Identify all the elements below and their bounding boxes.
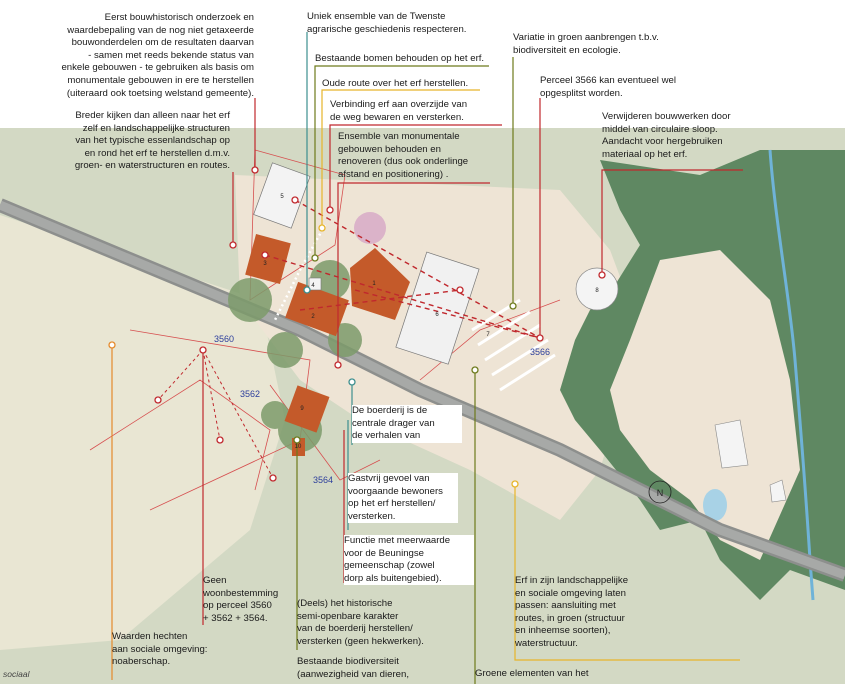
forest-clearing	[610, 250, 800, 560]
north-arrow-icon: N	[648, 480, 672, 504]
building-3	[245, 234, 291, 284]
building-number: 6	[435, 312, 439, 318]
building-number: 7	[486, 332, 490, 338]
note-landschappelijke-structuren: Breder kijken dan alleen naar het erf ze…	[74, 110, 230, 172]
old-route	[273, 224, 327, 321]
building-8	[575, 267, 619, 311]
building-4	[308, 277, 322, 291]
svg-text:N: N	[657, 488, 664, 498]
note-noaberschap: Waarden hechten aan sociale omgeving: no…	[112, 631, 208, 668]
parcel-labels: 3560 3562 3564 3566	[214, 334, 550, 485]
parcel-3564: 3564	[313, 475, 333, 485]
note-bouwhistorisch-onderzoek: Eerst bouwhistorisch onderzoek en waarde…	[61, 12, 254, 99]
building-6	[395, 251, 480, 365]
note-oude-route: Oude route over het erf herstellen.	[322, 78, 469, 89]
flowering-tree	[354, 212, 386, 244]
building-9	[284, 385, 330, 433]
note-bestaande-bomen: Bestaande bomen behouden op het erf.	[315, 53, 485, 64]
building-number: 9	[300, 406, 304, 412]
building-number-labels: 1 2 3 4 5 6 7 8 9 10	[263, 194, 599, 450]
note-verbinding-erf: Verbinding erf aan overzijde van de weg …	[330, 99, 468, 123]
building-number: 1	[372, 281, 376, 287]
neighbour-house	[714, 419, 749, 469]
note-perceel-3566: Perceel 3566 kan eventueel wel opgesplit…	[540, 75, 677, 99]
parcel-3560: 3560	[214, 334, 234, 344]
building-number: 3	[263, 261, 267, 267]
note-semi-openbaar-karakter: (Deels) het historische semi-openbare ka…	[297, 598, 424, 647]
neighbour-shed	[769, 479, 787, 503]
note-uniek-ensemble: Uniek ensemble van de Twenste agrarische…	[307, 11, 467, 35]
note-circulaire-sloop: Verwijderen bouwwerken door middel van c…	[602, 111, 731, 160]
relation-lines	[264, 199, 541, 339]
note-groene-elementen: Groene elementen van het	[475, 668, 589, 679]
note-gastvrij-gevoel: Gastvrij gevoel van voorgaande bewoners …	[348, 473, 458, 524]
note-variatie-groen: Variatie in groen aanbrengen t.b.v. biod…	[513, 32, 659, 56]
building-number: 5	[280, 194, 284, 200]
callout-dots	[108, 166, 606, 488]
parcel-3562: 3562	[240, 389, 260, 399]
field-left	[0, 215, 285, 650]
note-ensemble-monumentale-gebouwen: Ensemble van monumentale gebouwen behoud…	[338, 131, 469, 180]
building-5	[253, 162, 311, 229]
building-number: 2	[311, 314, 315, 320]
pond	[703, 489, 727, 521]
note-erf-landschappelijke-omgeving: Erf in zijn landschappelijke en sociale …	[515, 575, 629, 649]
note-boerderij-centrale-drager: De boerderij is de centrale drager van d…	[352, 405, 462, 443]
stream	[768, 149, 815, 601]
building-2	[285, 281, 349, 337]
building-number: 4	[311, 283, 315, 289]
buildings	[245, 162, 787, 503]
parcel-3566: 3566	[530, 347, 550, 357]
relation-lines-left	[157, 349, 274, 479]
building-number: 10	[295, 444, 302, 450]
building-number: 8	[595, 288, 599, 294]
note-geen-woonbestemming: Geen woonbestemming op perceel 3560 + 35…	[203, 575, 279, 624]
note-bestaande-biodiversiteit: Bestaande biodiversiteit (aanwezigheid v…	[297, 656, 410, 680]
corner-label: sociaal	[3, 669, 30, 679]
note-functie-meerwaarde: Functie met meerwaarde voor de Beuningse…	[344, 535, 474, 586]
